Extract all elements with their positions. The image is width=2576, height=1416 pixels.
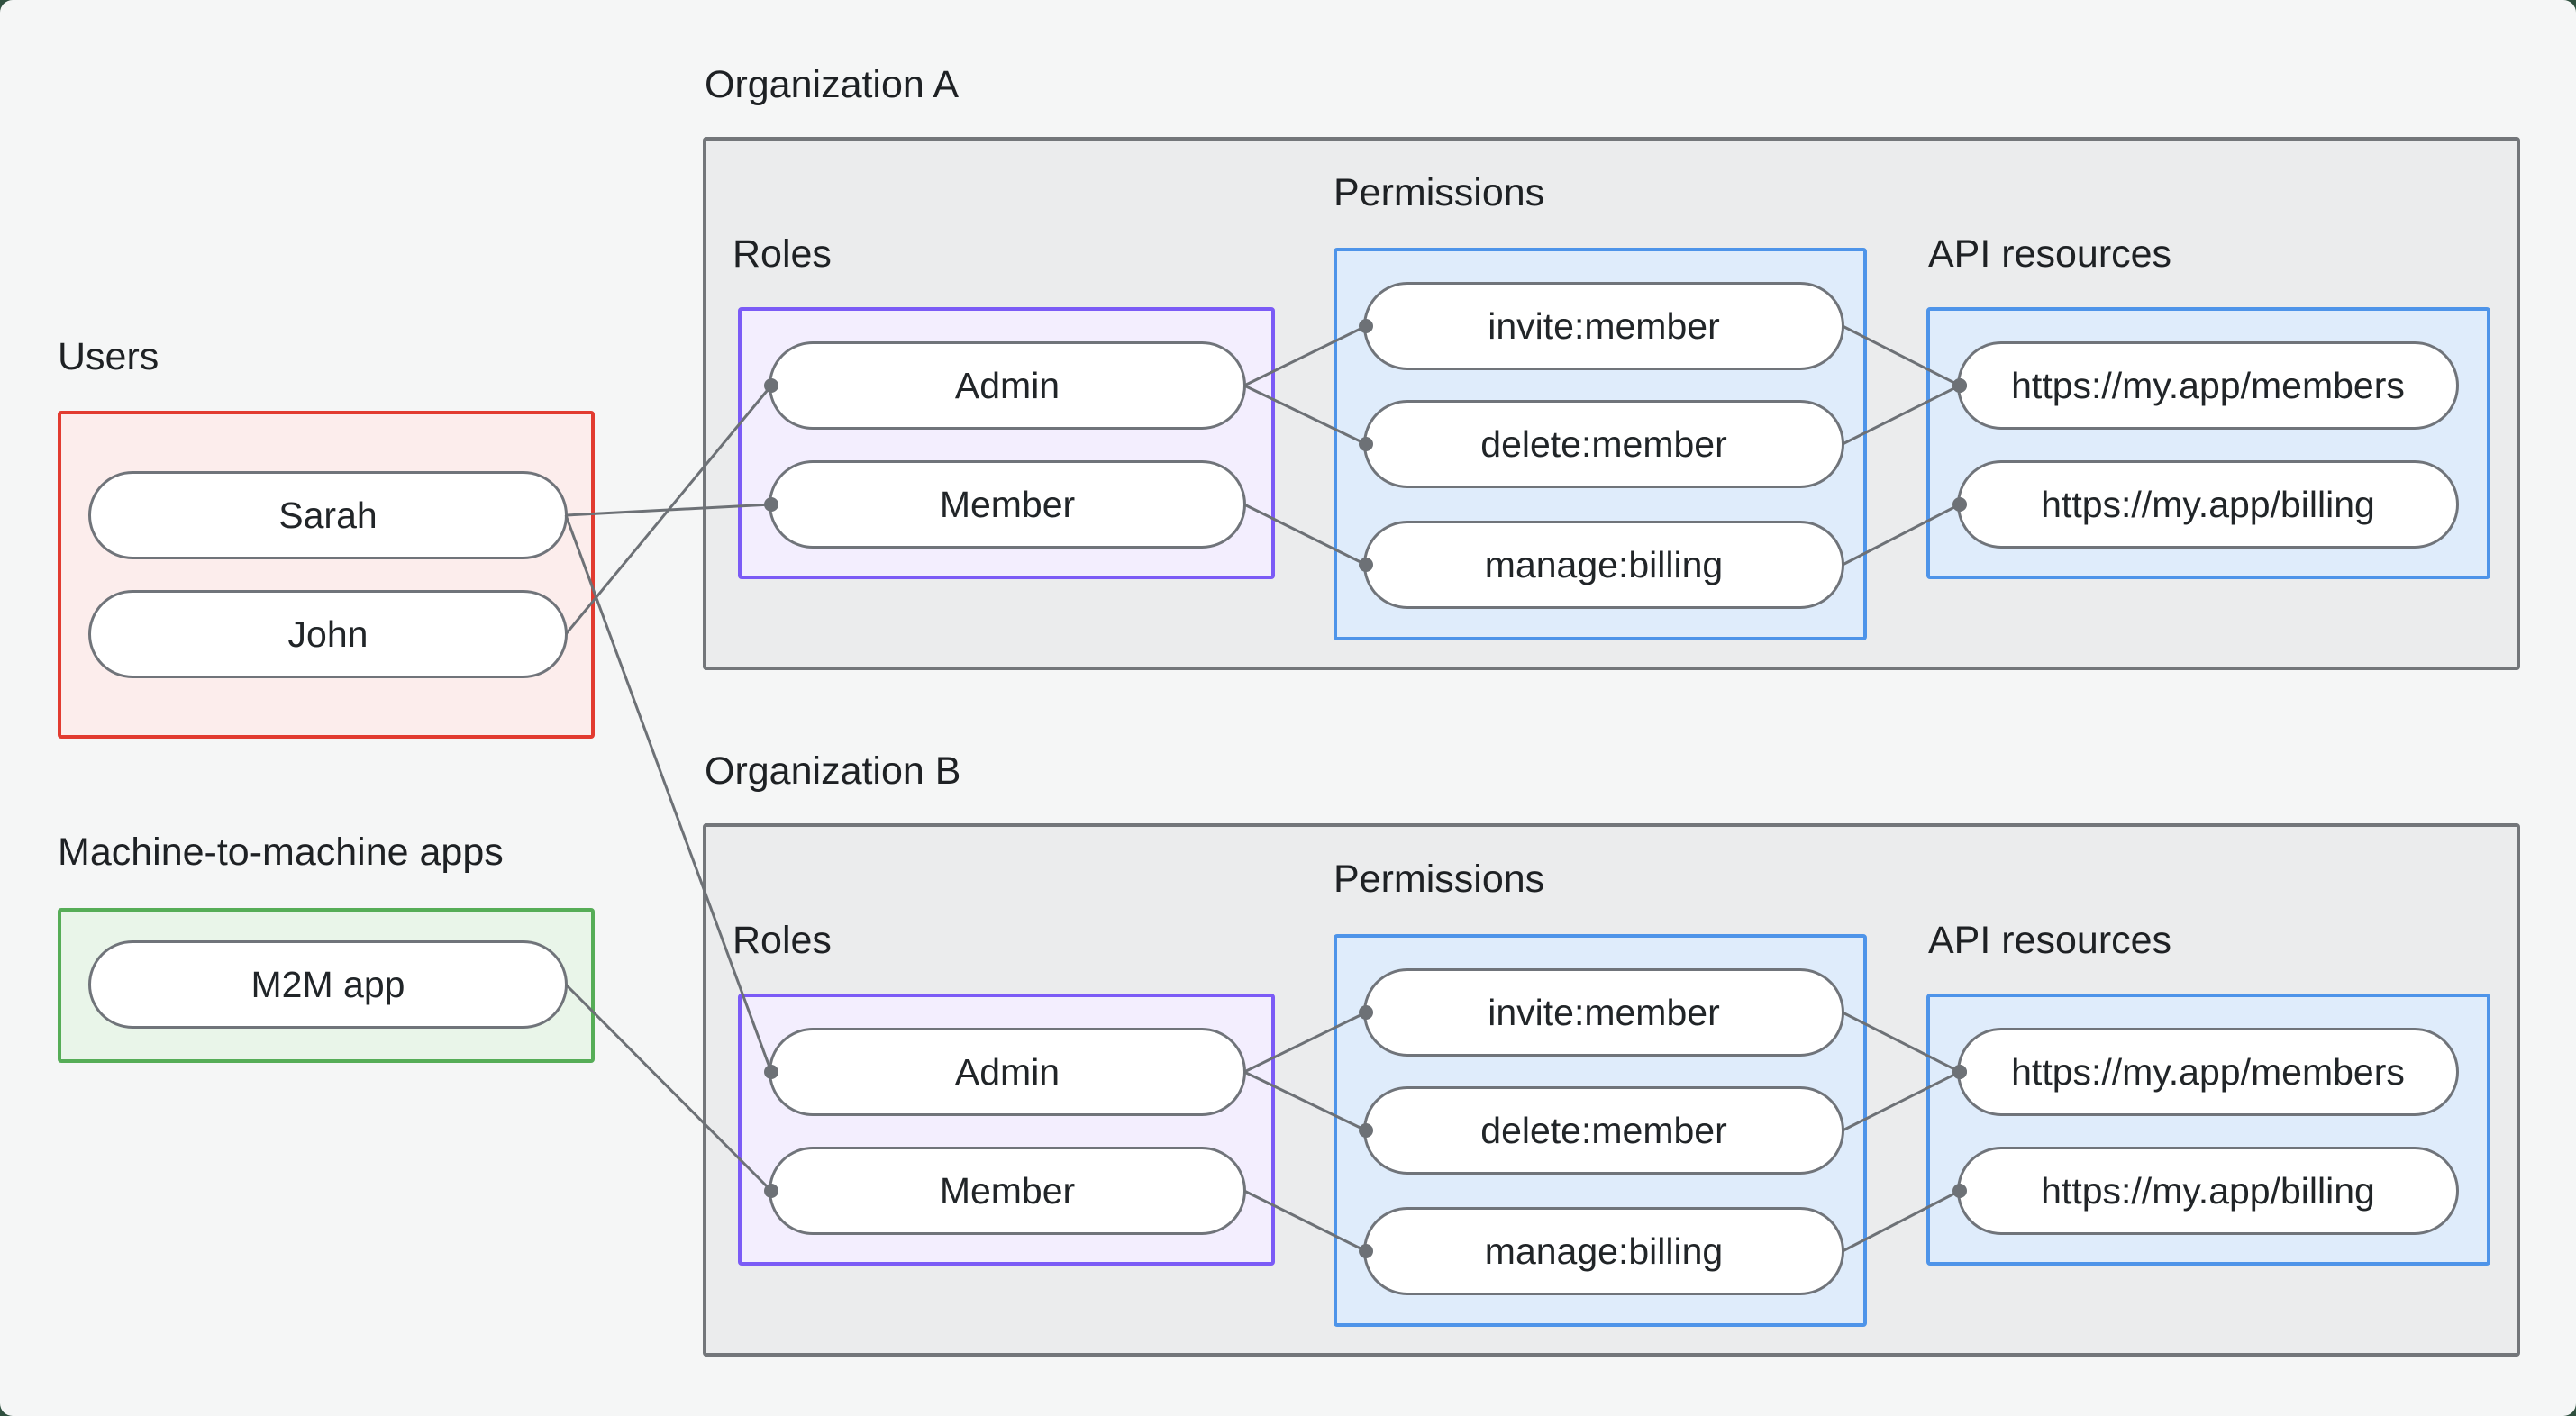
org-b-api-resources-label: API resources bbox=[1928, 919, 2172, 962]
m2m-app: M2M app bbox=[88, 940, 568, 1029]
m2m-label: Machine-to-machine apps bbox=[58, 831, 504, 874]
org-b-permissions-label: Permissions bbox=[1334, 858, 1545, 901]
org-a-role-admin: Admin bbox=[769, 341, 1246, 430]
org-b-title: Organization B bbox=[705, 749, 961, 793]
org-a-permissions-label: Permissions bbox=[1334, 171, 1545, 214]
org-b-api-members: https://my.app/members bbox=[1957, 1028, 2459, 1116]
org-a-perm-manage-billing: manage:billing bbox=[1363, 521, 1844, 609]
user-sarah: Sarah bbox=[88, 471, 568, 559]
org-a-api-members: https://my.app/members bbox=[1957, 341, 2459, 430]
org-a-roles-label: Roles bbox=[733, 232, 832, 276]
org-a-api-resources-label: API resources bbox=[1928, 232, 2172, 276]
org-a-perm-invite-member: invite:member bbox=[1363, 282, 1844, 370]
org-b-api-billing: https://my.app/billing bbox=[1957, 1147, 2459, 1235]
org-a-role-member: Member bbox=[769, 460, 1246, 549]
org-b-perm-delete-member: delete:member bbox=[1363, 1086, 1844, 1175]
org-b-roles-label: Roles bbox=[733, 919, 832, 962]
org-a-api-billing: https://my.app/billing bbox=[1957, 460, 2459, 549]
org-b-role-member: Member bbox=[769, 1147, 1246, 1235]
org-b-perm-manage-billing: manage:billing bbox=[1363, 1207, 1844, 1295]
users-box bbox=[58, 411, 595, 739]
users-label: Users bbox=[58, 335, 159, 378]
org-b-role-admin: Admin bbox=[769, 1028, 1246, 1116]
org-b-perm-invite-member: invite:member bbox=[1363, 968, 1844, 1057]
user-john: John bbox=[88, 590, 568, 678]
org-a-perm-delete-member: delete:member bbox=[1363, 400, 1844, 488]
org-a-title: Organization A bbox=[705, 63, 960, 106]
